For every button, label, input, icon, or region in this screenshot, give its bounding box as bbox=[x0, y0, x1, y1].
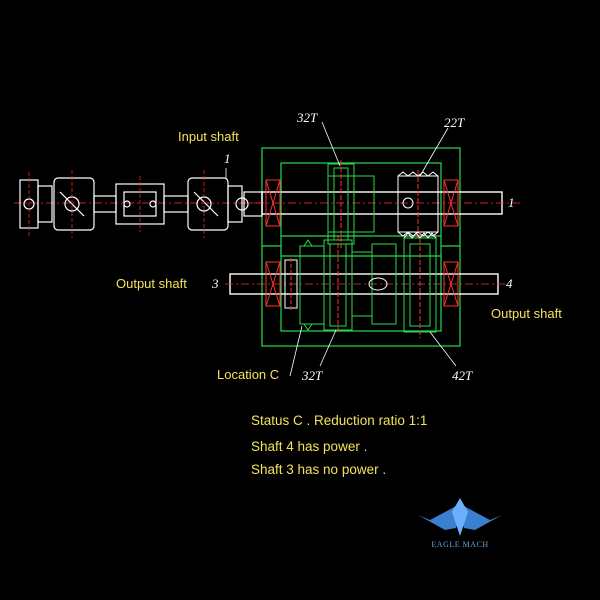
shaft-1-right-number: 1 bbox=[508, 195, 515, 210]
eagle-mach-logo-icon bbox=[418, 498, 502, 536]
output-shaft-3-4 bbox=[225, 273, 505, 295]
coupling-centerlines bbox=[28, 170, 205, 238]
bearings bbox=[265, 179, 459, 307]
gear-32t-bottom-label: 32T bbox=[302, 368, 323, 383]
logo-text: EAGLE MACH bbox=[431, 540, 489, 549]
shaft-1-left-number: 1 bbox=[224, 151, 231, 166]
gear-22t-label: 22T bbox=[444, 115, 465, 130]
leader-lines bbox=[225, 121, 457, 377]
location-label: Location C bbox=[217, 367, 280, 382]
gear-22t bbox=[397, 170, 439, 238]
output-shaft-left-label: Output shaft bbox=[116, 276, 187, 291]
gear-32t-top-label: 32T bbox=[297, 110, 318, 125]
gear-42t-label: 42T bbox=[452, 368, 473, 383]
gear-32t-top bbox=[327, 160, 375, 248]
shaft-3-number: 3 bbox=[212, 276, 219, 291]
status-line-2: Shaft 4 has power . bbox=[251, 439, 368, 454]
status-line-1: Status C . Reduction ratio 1:1 bbox=[251, 413, 428, 428]
universal-joint-coupling bbox=[14, 177, 263, 231]
gearbox-housing bbox=[261, 147, 461, 347]
output-shaft-right-label: Output shaft bbox=[491, 306, 562, 321]
dog-clutch bbox=[284, 258, 388, 310]
input-shaft-label: Input shaft bbox=[178, 129, 239, 144]
gear-32t-bottom bbox=[299, 236, 397, 334]
shaft-4-number: 4 bbox=[506, 276, 513, 291]
status-line-3: Shaft 3 has no power . bbox=[251, 462, 387, 477]
input-shaft-1 bbox=[240, 191, 520, 215]
gear-42t bbox=[403, 232, 437, 338]
